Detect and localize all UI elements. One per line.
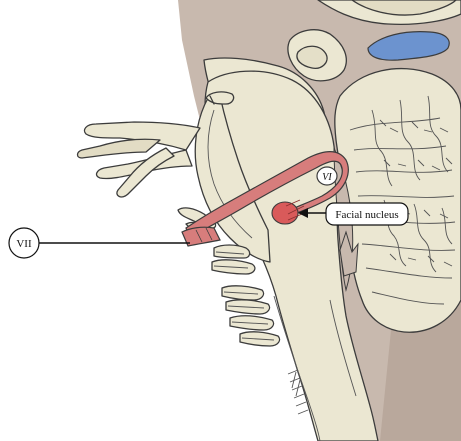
abducens-label: VI <box>322 172 332 183</box>
facial-nucleus-label: Facial nucleus <box>335 209 398 221</box>
vii-label: VII <box>16 238 32 250</box>
facial-nucleus <box>272 202 298 224</box>
